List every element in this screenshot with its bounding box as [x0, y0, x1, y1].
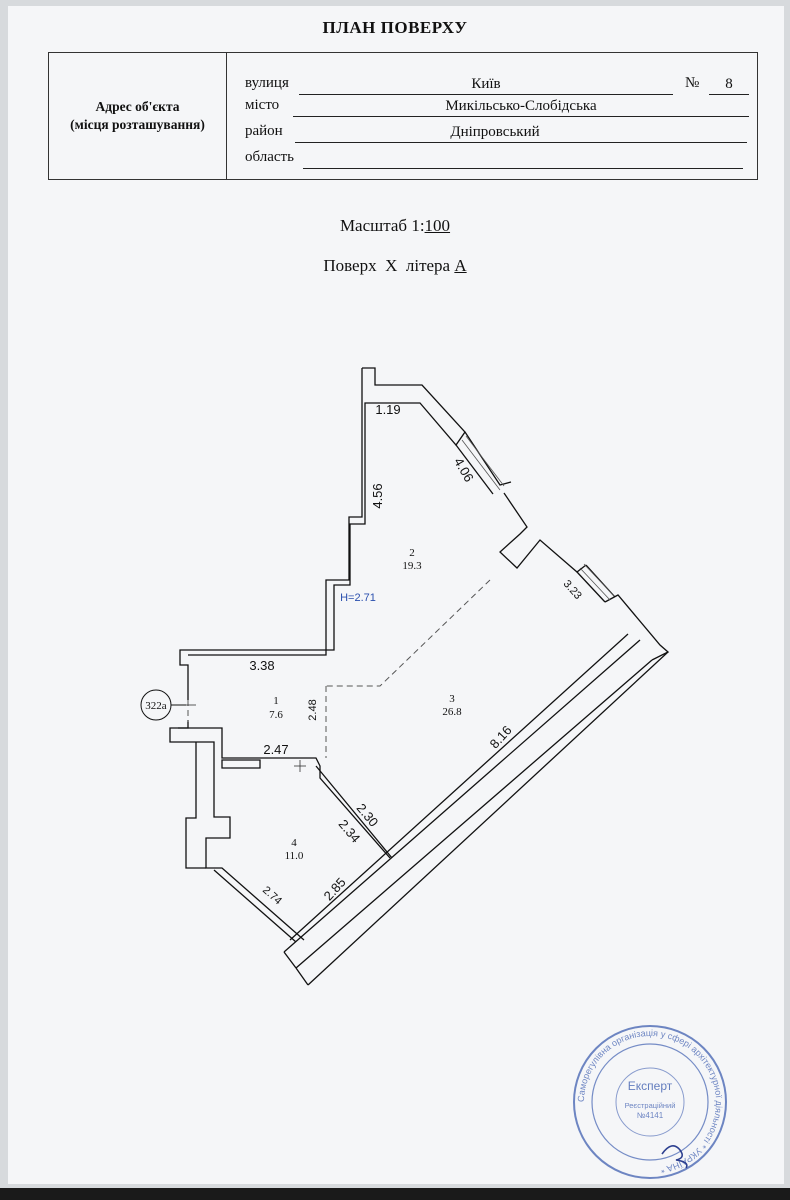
document-sheet: [8, 6, 784, 1184]
zone-boundaries: [187, 579, 491, 758]
expert-stamp: Саморегулівна організація у сфері архіте…: [573, 1025, 727, 1179]
scale-value: 100: [424, 216, 451, 235]
district-underline: [295, 142, 747, 143]
dim-4-06: 4.06: [451, 455, 477, 484]
number-label: №: [685, 75, 700, 91]
door-marks: [186, 704, 306, 772]
district-label: район: [245, 123, 283, 139]
number-underline: [709, 94, 749, 95]
street-label: вулиця: [245, 75, 289, 91]
city-label: місто: [245, 97, 280, 113]
room-1-area: 7.6: [269, 709, 283, 721]
district-value: Дніпровський: [450, 124, 540, 140]
address-label-line2: (місця розташування): [70, 117, 205, 132]
address-label-line1: Адрес об'єкта: [95, 98, 180, 114]
city-underline: [293, 116, 749, 117]
region-underline: [303, 168, 743, 169]
plan-walls: [169, 367, 670, 986]
dim-2-47: 2.47: [263, 742, 288, 757]
signature-mark: [661, 1145, 688, 1169]
address-label-cell: Адрес об'єкта (місця розташування): [49, 53, 227, 179]
window-lines: [461, 435, 615, 601]
floor-label: Поверх: [323, 256, 377, 275]
city-value: Микільсько-Слобідська: [445, 98, 597, 114]
address-table: Адрес об'єкта (місця розташування) вулиц…: [48, 52, 758, 180]
floor-value: X: [385, 256, 398, 275]
street-underline: [299, 94, 673, 95]
page-title: ПЛАН ПОВЕРХУ: [322, 18, 468, 37]
floor-line: Поверх X літера А: [0, 256, 790, 276]
dim-3-38: 3.38: [249, 658, 274, 673]
dim-2-30: 2.30: [354, 801, 382, 830]
street-value: Київ: [471, 76, 501, 92]
dim-2-48: 2.48: [307, 699, 319, 720]
dim-8-16: 8.16: [487, 723, 515, 752]
litera-value: А: [454, 256, 467, 275]
dim-2-34: 2.34: [336, 817, 364, 846]
scale-label: Масштаб 1:: [339, 216, 425, 235]
room-4-number: 4: [291, 837, 297, 849]
bottom-edge: [0, 1188, 790, 1200]
scale-line: Масштаб 1:100: [0, 216, 790, 236]
room-3-number: 3: [449, 693, 455, 705]
room-1-number: 1: [273, 695, 279, 707]
stamp-reg-number: №4141: [637, 1111, 664, 1120]
stamp-center-text: Експерт: [628, 1079, 673, 1093]
stamp-reg-text: Реєстраційний: [625, 1101, 676, 1110]
dim-1-19: 1.19: [375, 402, 400, 417]
dim-4-56: 4.56: [370, 483, 385, 508]
region-label: область: [245, 149, 294, 165]
number-value: 8: [725, 76, 733, 92]
apartment-tag: 322а: [145, 700, 167, 712]
litera-label: літера: [405, 256, 451, 275]
dim-3-23: 3.23: [561, 578, 584, 602]
ceiling-height-label: H=2.71: [340, 592, 376, 604]
room-2-number: 2: [409, 547, 415, 559]
room-3-area: 26.8: [442, 706, 462, 718]
room-2-area: 19.3: [402, 560, 422, 572]
room-4-area: 11.0: [285, 850, 304, 862]
